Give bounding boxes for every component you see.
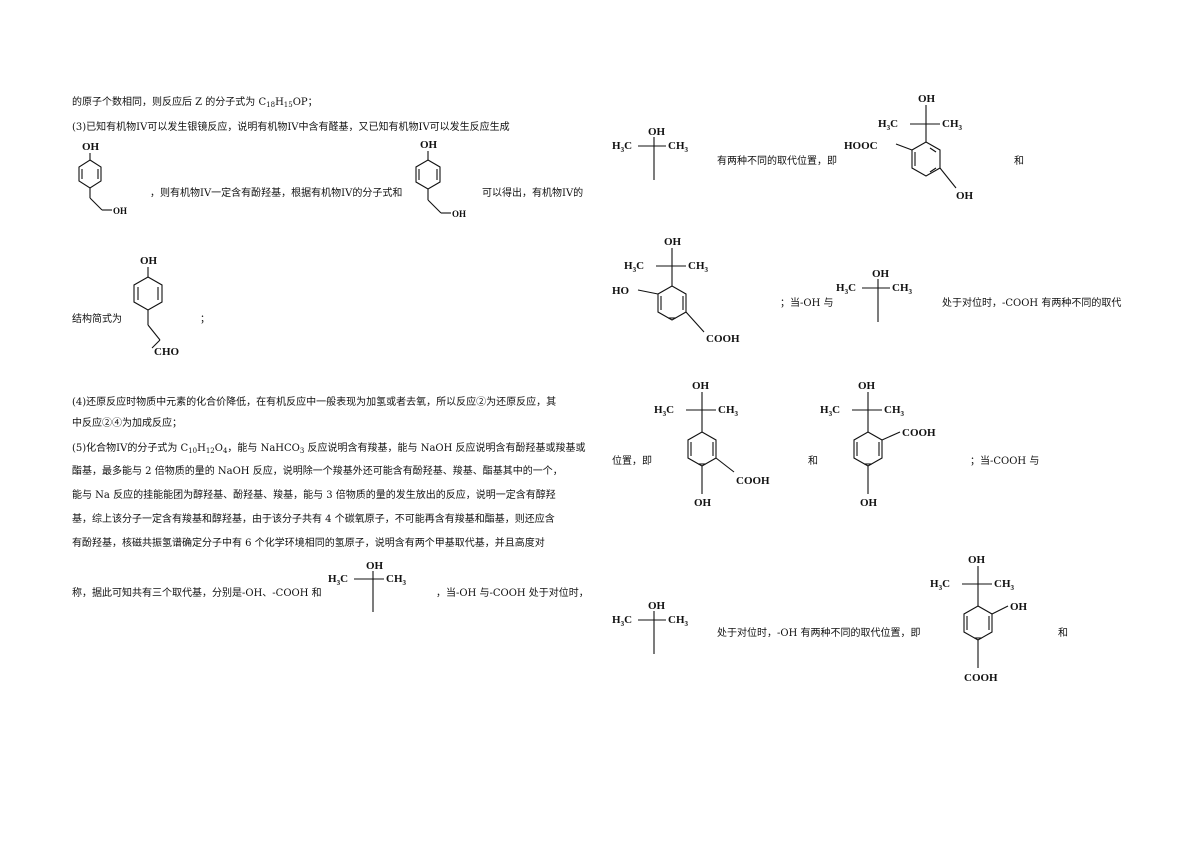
- text-line-3b: 可以得出，有机物IV的: [482, 188, 584, 199]
- svg-text:OH: OH: [1010, 601, 1028, 613]
- svg-text:H3C: H3C: [836, 282, 856, 296]
- structure-fragment-isopropanol-r1: OH H3C CH3: [610, 124, 700, 184]
- svg-text:COOH: COOH: [736, 475, 770, 487]
- svg-text:H3C: H3C: [930, 578, 950, 592]
- svg-text:OH: OH: [872, 268, 890, 280]
- svg-text:OH: OH: [694, 497, 712, 509]
- text-line-8: 酯基，最多能与 2 倍物质的量的 NaOH 反应，说明除一个羧基外还可能含有酚羟…: [72, 466, 563, 477]
- svg-text:OH: OH: [968, 554, 986, 566]
- svg-text:COOH: COOH: [964, 672, 998, 684]
- text-r2a: ；当-OH 与: [780, 298, 834, 309]
- svg-text:H3C: H3C: [878, 118, 898, 132]
- svg-text:OH: OH: [918, 93, 936, 105]
- structure-fragment-isopropanol-r2: OH H3C CH3: [834, 266, 924, 326]
- text-line-11: 有酚羟基，核磁共振氢谱确定分子中有 6 个化学环境相同的氢原子，说明含有两个甲基…: [72, 538, 545, 549]
- svg-text:H3C: H3C: [820, 404, 840, 418]
- structure-r1-hooc-hydroxy: OH H3C CH3 HOOC OH: [842, 88, 982, 208]
- structure-hydroxyphenylacetaldehyde: OH CHO: [122, 252, 192, 362]
- text-r4b: 和: [1058, 628, 1068, 639]
- svg-text:CH3: CH3: [718, 404, 739, 418]
- text-line-2: (3)已知有机物IV可以发生银镜反应，说明有机物IV中含有醛基，又已知有机物IV…: [72, 122, 510, 133]
- text-line-3a: ，则有机物IV一定含有酚羟基，根据有机物IV的分子式和: [150, 188, 403, 199]
- svg-text:COOH: COOH: [902, 427, 936, 439]
- svg-text:OH: OH: [858, 380, 876, 392]
- svg-text:OH: OH: [692, 380, 710, 392]
- text-line-9: 能与 Na 反应的挂能能团为醇羟基、酚羟基、羧基，能与 3 倍物质的量的发生放出…: [72, 490, 556, 501]
- text-line-4b: ；: [200, 314, 210, 325]
- svg-text:CH3: CH3: [892, 282, 913, 296]
- text-r3b: 和: [808, 456, 818, 467]
- svg-text:H3C: H3C: [612, 614, 632, 628]
- text-r2b: 处于对位时，-COOH 有两种不同的取代: [942, 298, 1122, 309]
- text-line-7: (5)化合物IV的分子式为 C10H12O4，能与 NaHCO3 反应说明含有羧…: [72, 443, 586, 455]
- svg-text:OH: OH: [140, 255, 158, 267]
- text-line-1: 的原子个数相同，则反应后 Z 的分子式为 C18H15OP；: [72, 97, 318, 109]
- svg-text:CH3: CH3: [386, 573, 407, 587]
- text-r3a: 位置，即: [612, 456, 652, 467]
- svg-text:OH: OH: [956, 190, 974, 202]
- structure-r3-hydroxy-ortho: OH H3C CH3 OH COOH: [928, 550, 1063, 690]
- svg-text:H3C: H3C: [654, 404, 674, 418]
- text-line-10: 基，综上该分子一定含有羧基和醇羟基，由于该分子共有 4 个碳氧原子，不可能再含有…: [72, 514, 555, 525]
- svg-text:COOH: COOH: [706, 333, 740, 345]
- text-line-12b: ，当-OH 与-COOH 处于对位时，: [436, 588, 589, 599]
- svg-text:OH: OH: [664, 236, 682, 248]
- svg-text:CH3: CH3: [668, 614, 689, 628]
- text-line-6: 中反应②④为加成反应；: [72, 418, 182, 429]
- svg-text:OH: OH: [860, 497, 878, 509]
- text-r4a: 处于对位时，-OH 有两种不同的取代位置，即: [717, 628, 921, 639]
- svg-text:OH: OH: [420, 139, 438, 151]
- structure-r2-carboxy-ortho: OH H3C CH3 COOH OH: [818, 376, 953, 516]
- structure-r2-carboxy-meta: OH H3C CH3 COOH OH: [652, 376, 787, 516]
- text-line-12a: 称，据此可知共有三个取代基，分别是-OH、-COOH 和: [72, 588, 322, 599]
- text-r1b: 和: [1014, 156, 1024, 167]
- structure-r1-ho-carboxy: OH H3C CH3 HO COOH: [610, 232, 755, 347]
- svg-text:CHO: CHO: [154, 346, 180, 358]
- structure-fragment-isopropanol-left: OH H3C CH3: [326, 558, 416, 616]
- svg-text:OH: OH: [648, 126, 666, 138]
- svg-text:HO: HO: [612, 285, 630, 297]
- svg-text:CH3: CH3: [668, 140, 689, 154]
- svg-text:HOOC: HOOC: [844, 140, 878, 152]
- text-line-4a: 结构简式为: [72, 314, 122, 325]
- svg-text:CH3: CH3: [942, 118, 963, 132]
- structure-hydroxyethylphenol-1: OH OH: [68, 140, 138, 220]
- svg-text:H3C: H3C: [624, 260, 644, 274]
- svg-text:CH3: CH3: [688, 260, 709, 274]
- svg-text:OH: OH: [82, 141, 100, 153]
- svg-text:CH3: CH3: [884, 404, 905, 418]
- svg-text:H3C: H3C: [328, 573, 348, 587]
- svg-text:OH: OH: [113, 206, 127, 216]
- svg-text:OH: OH: [452, 209, 466, 219]
- structure-fragment-isopropanol-r3: OH H3C CH3: [610, 598, 700, 658]
- svg-text:H3C: H3C: [612, 140, 632, 154]
- svg-text:CH3: CH3: [994, 578, 1015, 592]
- text-r1a: 有两种不同的取代位置，即: [717, 156, 837, 167]
- structure-hydroxyethylphenol-2: OH OH: [408, 138, 478, 223]
- svg-text:OH: OH: [648, 600, 666, 612]
- svg-text:OH: OH: [366, 560, 384, 572]
- text-r3c: ；当-COOH 与: [970, 456, 1040, 467]
- text-line-5: (4)还原反应时物质中元素的化合价降低，在有机反应中一般表现为加氢或者去氧，所以…: [72, 397, 557, 408]
